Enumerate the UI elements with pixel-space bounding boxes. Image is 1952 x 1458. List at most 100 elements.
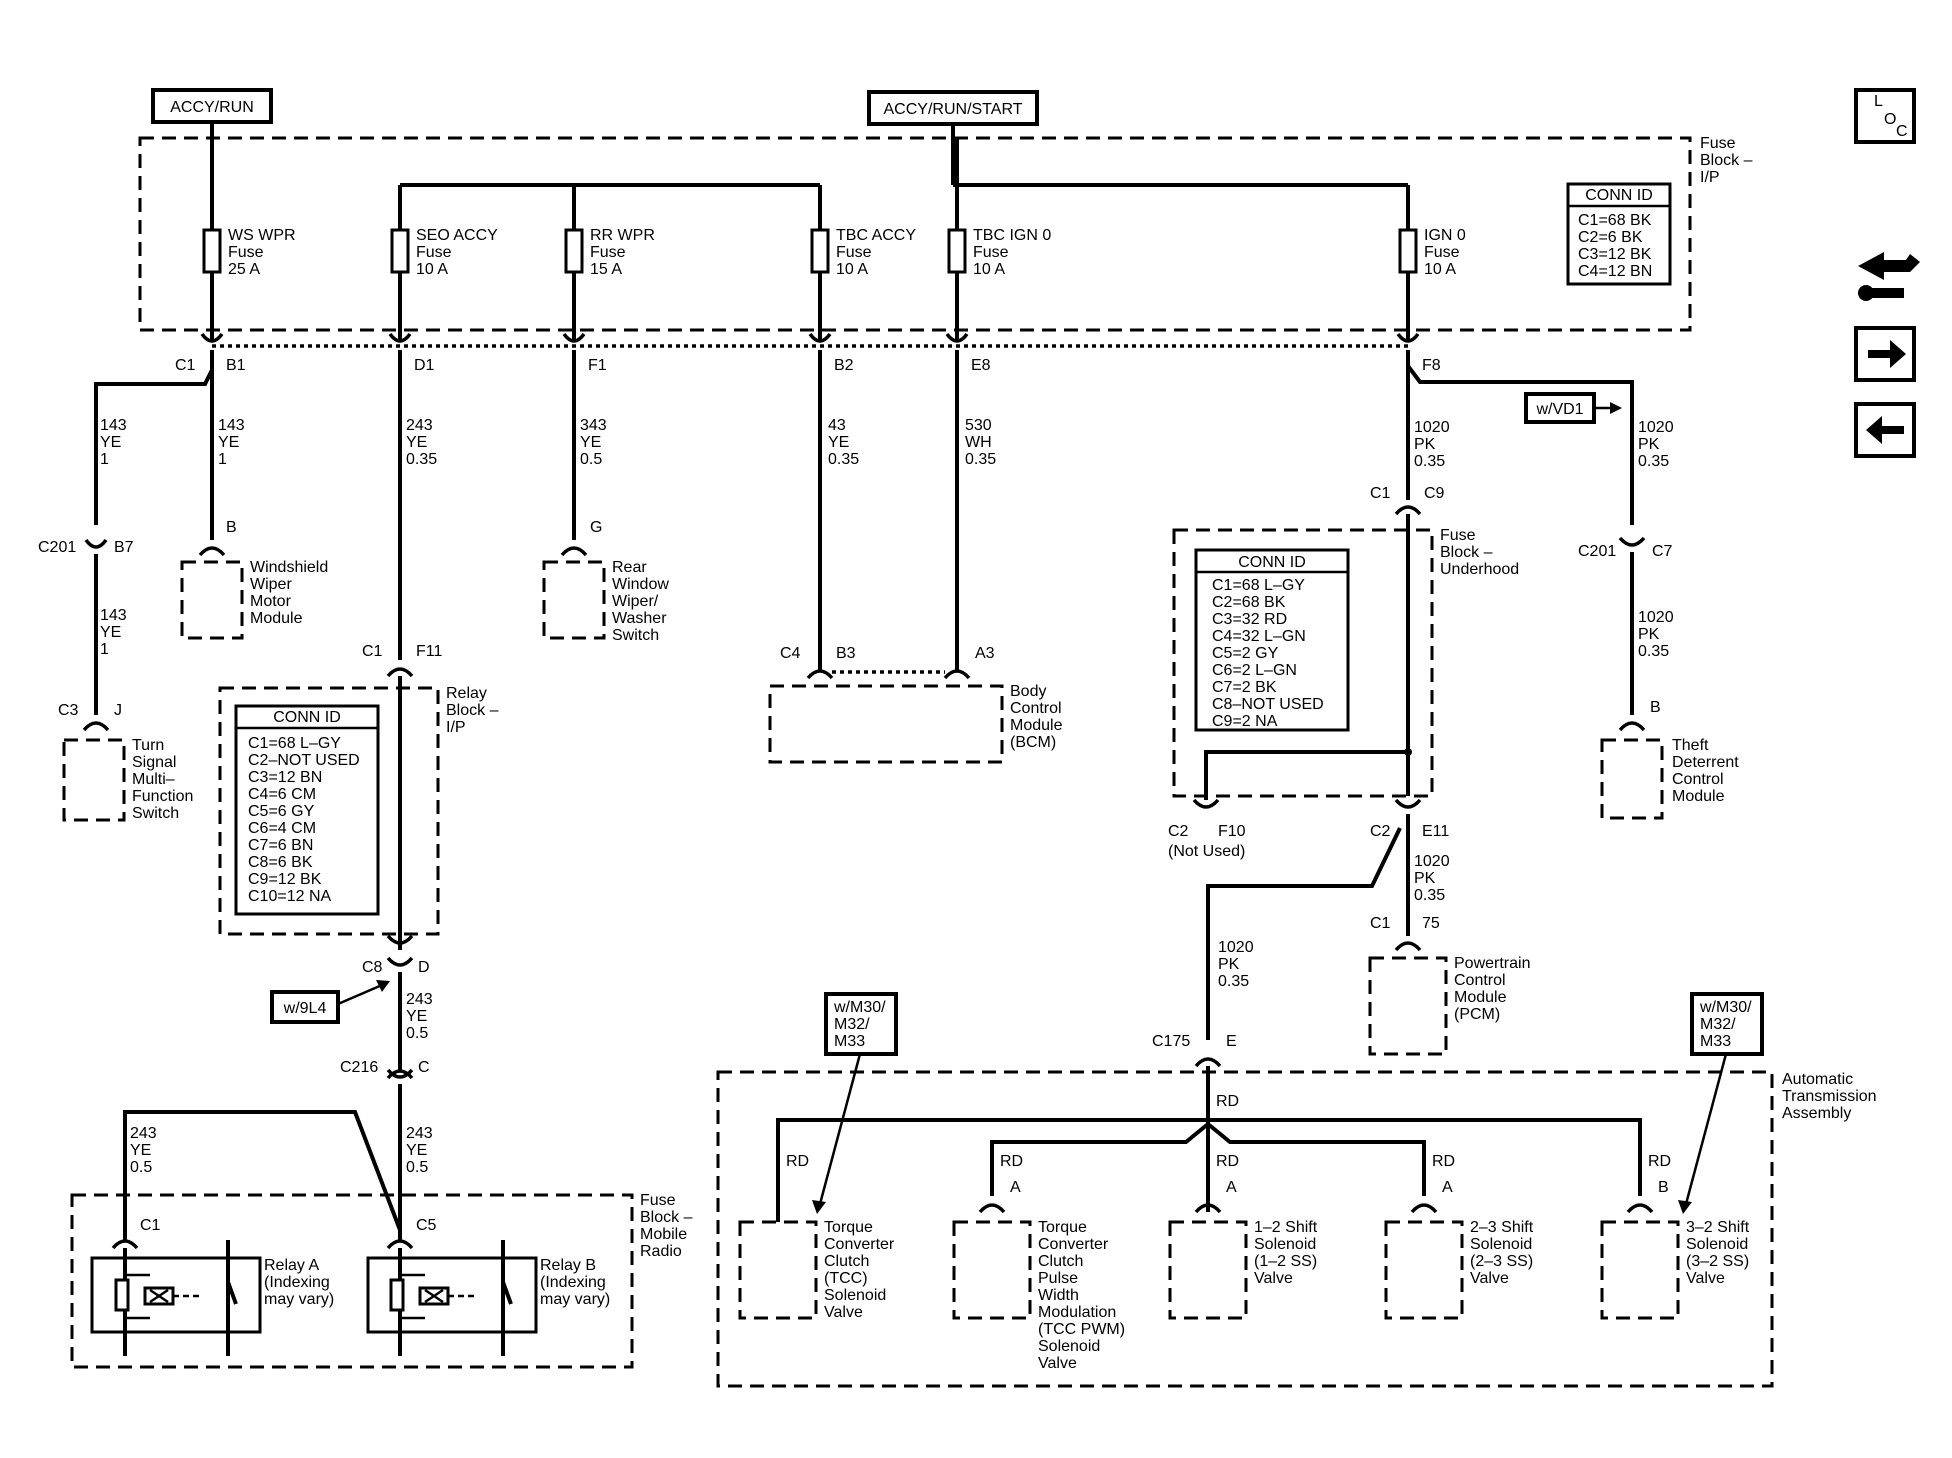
svg-text:Converter: Converter: [1038, 1236, 1109, 1253]
svg-text:Module: Module: [1672, 788, 1725, 805]
svg-text:Windshield: Windshield: [250, 559, 328, 576]
pin-c175: C175: [1152, 1033, 1190, 1050]
svg-text:Solenoid: Solenoid: [1254, 1236, 1316, 1253]
schematic-nav-icon[interactable]: [1858, 252, 1920, 301]
svg-text:(Indexing: (Indexing: [540, 1274, 606, 1291]
svg-text:Body: Body: [1010, 683, 1046, 700]
svg-text:C10=12 NA: C10=12 NA: [248, 888, 331, 905]
svg-text:Signal: Signal: [132, 754, 176, 771]
svg-text:PK: PK: [1414, 870, 1436, 887]
svg-text:0.35: 0.35: [1218, 973, 1249, 990]
svg-text:(Indexing: (Indexing: [264, 1274, 330, 1291]
svg-text:Multi–: Multi–: [132, 771, 175, 788]
svg-text:M32/: M32/: [834, 1016, 870, 1033]
svg-text:TBC IGN 0: TBC IGN 0: [973, 227, 1051, 244]
svg-text:(1–2 SS): (1–2 SS): [1254, 1253, 1317, 1270]
svg-text:2–3 Shift: 2–3 Shift: [1470, 1219, 1534, 1236]
powertrain-control-module: [1368, 956, 1448, 1056]
svg-text:Solenoid: Solenoid: [1038, 1338, 1100, 1355]
next-arrow-icon[interactable]: [1854, 326, 1916, 382]
loc-icon[interactable]: L O C: [1854, 88, 1916, 144]
pin-c2-e11: C2: [1370, 823, 1391, 840]
pin-c1-c9: C1: [1370, 485, 1391, 502]
svg-text:Fuse: Fuse: [1424, 244, 1460, 261]
svg-text:Fuse: Fuse: [973, 244, 1009, 261]
rear-window-switch: [542, 560, 606, 640]
mobile-radio-label: Fuse Block – Mobile Radio: [640, 1192, 693, 1260]
svg-text:M33: M33: [834, 1033, 865, 1050]
accy-run-start-label: ACCY/RUN/START: [867, 90, 1039, 126]
svg-text:15 A: 15 A: [590, 261, 622, 278]
option-w-m30-right: w/M30/ M32/ M33: [1678, 992, 1764, 1214]
svg-text:1020: 1020: [1638, 419, 1674, 436]
pin-d-c8: D: [418, 959, 430, 976]
pin-a3: A3: [975, 645, 995, 662]
svg-text:0.35: 0.35: [1638, 453, 1669, 470]
prev-arrow-icon[interactable]: [1854, 402, 1916, 458]
svg-text:Control: Control: [1672, 771, 1724, 788]
body-control-module: [768, 684, 1004, 764]
svg-text:Turn: Turn: [132, 737, 164, 754]
svg-text:1020: 1020: [1414, 853, 1450, 870]
svg-text:Wiper/: Wiper/: [612, 593, 659, 610]
pin-b1: B1: [226, 357, 246, 374]
wire-rd-main: RD: [1216, 1093, 1239, 1110]
svg-text:(BCM): (BCM): [1010, 734, 1056, 751]
ss23-label: 2–3 Shift Solenoid (2–3 SS) Valve: [1470, 1219, 1534, 1287]
pin-b2: B2: [834, 357, 854, 374]
fuse-tbc-accy: TBC ACCY Fuse 10 A: [810, 185, 916, 340]
svg-text:(PCM): (PCM): [1454, 1006, 1500, 1023]
windshield-wiper-label: Windshield Wiper Motor Module: [250, 559, 328, 627]
theft-deterrent-module: [1600, 738, 1664, 820]
option-w-9l4: w/9L4: [270, 980, 390, 1024]
svg-text:I/P: I/P: [446, 719, 466, 736]
fuse-tbc-ign0: TBC IGN 0 Fuse 10 A: [947, 138, 1051, 340]
pin-relay-c5: C5: [416, 1217, 437, 1234]
wire-143-top: 143 YE 1: [100, 417, 127, 468]
svg-text:C7=6 BN: C7=6 BN: [248, 837, 313, 854]
svg-text:0.35: 0.35: [965, 451, 996, 468]
svg-text:C8=6 BK: C8=6 BK: [248, 854, 313, 871]
svg-text:O: O: [1884, 111, 1896, 128]
svg-text:w/9L4: w/9L4: [283, 1000, 327, 1017]
pin-f10: F10: [1218, 823, 1246, 840]
svg-text:Underhood: Underhood: [1440, 561, 1519, 578]
svg-text:0.35: 0.35: [1414, 453, 1445, 470]
wire-1020-c9: 1020 PK 0.35: [1414, 419, 1450, 470]
svg-text:Clutch: Clutch: [1038, 1253, 1083, 1270]
svg-text:C: C: [1896, 123, 1908, 140]
svg-text:3–2 Shift: 3–2 Shift: [1686, 1219, 1750, 1236]
turn-signal-switch: [62, 738, 126, 822]
svg-text:PK: PK: [1414, 436, 1436, 453]
svg-text:C2=6 BK: C2=6 BK: [1578, 229, 1643, 246]
pin-c4-bcm: C4: [780, 645, 801, 662]
svg-text:YE: YE: [218, 434, 239, 451]
svg-text:Fuse: Fuse: [640, 1192, 676, 1209]
svg-text:0.5: 0.5: [406, 1159, 428, 1176]
svg-text:Automatic: Automatic: [1782, 1071, 1853, 1088]
svg-text:C3=32 RD: C3=32 RD: [1212, 611, 1287, 628]
svg-text:143: 143: [218, 417, 245, 434]
svg-text:PK: PK: [1638, 626, 1660, 643]
svg-text:43: 43: [828, 417, 846, 434]
svg-text:1–2 Shift: 1–2 Shift: [1254, 1219, 1318, 1236]
svg-text:C9=2 NA: C9=2 NA: [1212, 713, 1278, 730]
svg-text:may vary): may vary): [540, 1291, 610, 1308]
svg-text:10 A: 10 A: [1424, 261, 1456, 278]
svg-text:Valve: Valve: [1038, 1355, 1077, 1372]
relay-b-label: Relay B (Indexing may vary): [540, 1257, 610, 1308]
svg-text:WS WPR: WS WPR: [228, 227, 296, 244]
svg-text:Torque: Torque: [824, 1219, 873, 1236]
svg-text:Converter: Converter: [824, 1236, 895, 1253]
svg-text:1020: 1020: [1414, 419, 1450, 436]
accy-run-label: ACCY/RUN: [151, 88, 273, 124]
ss23-solenoid-valve: [1384, 1220, 1464, 1320]
fuse-block-connectors: [200, 332, 1420, 343]
pin-b-32: B: [1658, 1179, 1669, 1196]
pin-a-pwm: A: [1010, 1179, 1021, 1196]
wire-530: 530 WH 0.35: [965, 417, 996, 468]
svg-text:C3=12 BK: C3=12 BK: [1578, 246, 1652, 263]
svg-text:Relay A: Relay A: [264, 1257, 319, 1274]
svg-text:530: 530: [965, 417, 992, 434]
svg-text:Function: Function: [132, 788, 193, 805]
